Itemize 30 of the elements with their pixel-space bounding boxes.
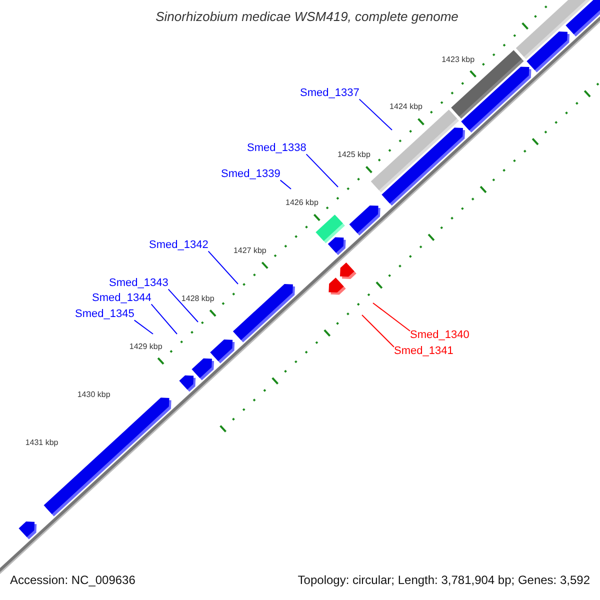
gene-label: Smed_1340: [410, 329, 470, 342]
genome-stats: Topology: circular; Length: 3,781,904 bp; Genes: 3,592: [298, 573, 590, 588]
scale-label: 1423 kbp: [442, 54, 475, 64]
scale-label: 1429 kbp: [129, 342, 162, 352]
leader-line: [372, 302, 410, 332]
scale-label: 1425 kbp: [338, 150, 370, 160]
gene-label: Smed_1344: [92, 292, 152, 306]
map-title: Sinorhizobium medicae WSM419, complete genome: [156, 9, 458, 25]
leader-line: [358, 98, 392, 130]
gene-label: Smed_1342: [149, 239, 208, 252]
gene-label: Smed_1338: [247, 142, 306, 156]
scale-label: 1424 kbp: [390, 102, 422, 112]
leader-line: [362, 314, 394, 348]
leader-line: [280, 180, 292, 190]
leader-line: [134, 320, 154, 334]
gene-label: Smed_1339: [221, 168, 280, 182]
gene-label: Smed_1341: [394, 345, 454, 358]
leader-line: [150, 304, 178, 334]
scale-label: 1428 kbp: [181, 294, 214, 304]
gene-label: Smed_1337: [300, 87, 360, 100]
scale-label: 1426 kbp: [286, 198, 318, 208]
scale-label: 1427 kbp: [233, 246, 266, 256]
leader-line: [306, 154, 338, 188]
accession-text: Accession: NC_009636: [10, 573, 136, 588]
gene-label: Smed_1343: [109, 277, 168, 290]
gene-label: Smed_1345: [75, 308, 134, 322]
leader-line: [168, 288, 198, 322]
scale-label: 1430 kbp: [77, 390, 110, 400]
leader-line: [208, 250, 238, 284]
scale-label: 1431 kbp: [25, 438, 58, 448]
